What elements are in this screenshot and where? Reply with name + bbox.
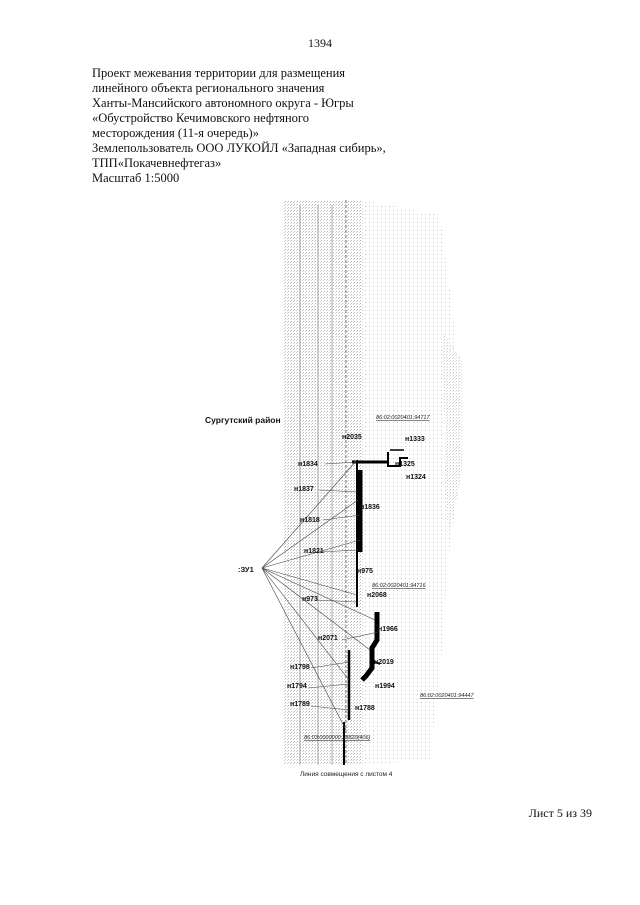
point-label: н1325 bbox=[395, 461, 415, 468]
header-line: ТПП«Покачевнефтегаз» bbox=[92, 156, 222, 170]
cadastral-number: 86:02:0020401:94717 bbox=[376, 415, 430, 421]
point-label: н973 bbox=[302, 596, 318, 603]
map-background bbox=[283, 200, 462, 765]
point-label: н2068 bbox=[367, 592, 387, 599]
match-line-caption: Линия совмещения с листом 4 bbox=[300, 771, 393, 778]
cadastral-number: 86:02:0020401:94716 bbox=[372, 583, 426, 589]
leader-lines bbox=[261, 459, 379, 731]
sheet-number: Лист 5 из 39 bbox=[528, 806, 592, 820]
header-line: «Обустройство Кечимовского нефтяного bbox=[92, 111, 309, 125]
header-line: месторождения (11-я очередь)» bbox=[92, 126, 259, 140]
point-label: н2019 bbox=[374, 659, 394, 666]
parcel-label: :ЗУ1 bbox=[238, 565, 254, 574]
point-label: н1837 bbox=[294, 486, 314, 493]
header-line: Ханты-Мансийского автономного округа - Ю… bbox=[92, 96, 354, 110]
point-label: н1794 bbox=[287, 683, 307, 690]
header-line: Масштаб 1:5000 bbox=[92, 171, 180, 185]
point-label: н1798 bbox=[290, 664, 310, 671]
point-label: н975 bbox=[357, 568, 373, 575]
point-label: н1834 bbox=[298, 461, 318, 468]
cadastral-number: 86:02:0020401:94447 bbox=[420, 693, 474, 699]
point-label: н2035 bbox=[342, 434, 362, 441]
point-label: н1789 bbox=[290, 701, 310, 708]
header-line: линейного объекта регионального значения bbox=[92, 81, 325, 95]
point-label: н1818 bbox=[300, 517, 320, 524]
page-number: 1394 bbox=[308, 36, 332, 50]
point-label: н1324 bbox=[406, 474, 426, 481]
point-label: н1994 bbox=[375, 683, 395, 690]
document-header: Проект межевания территории для размещен… bbox=[92, 66, 422, 186]
point-label: н1821 bbox=[304, 548, 324, 555]
header-line: Проект межевания территории для размещен… bbox=[92, 66, 346, 80]
point-label: н2071 bbox=[318, 635, 338, 642]
parcel-corridor bbox=[343, 449, 408, 765]
cadastral-number: 86:03:0000000:23820(406) bbox=[304, 735, 371, 741]
header-line: Землепользователь ООО ЛУКОЙЛ «Западная с… bbox=[92, 141, 386, 155]
point-label: н1788 bbox=[355, 705, 375, 712]
point-label: н1333 bbox=[405, 436, 425, 443]
point-label: н1836 bbox=[360, 504, 380, 511]
point-labels: н2035 н1333 н1834 н1325 н1324 н1837 н183… bbox=[287, 434, 426, 712]
district-label: Сургутский район bbox=[205, 415, 281, 425]
point-label: н1966 bbox=[378, 626, 398, 633]
